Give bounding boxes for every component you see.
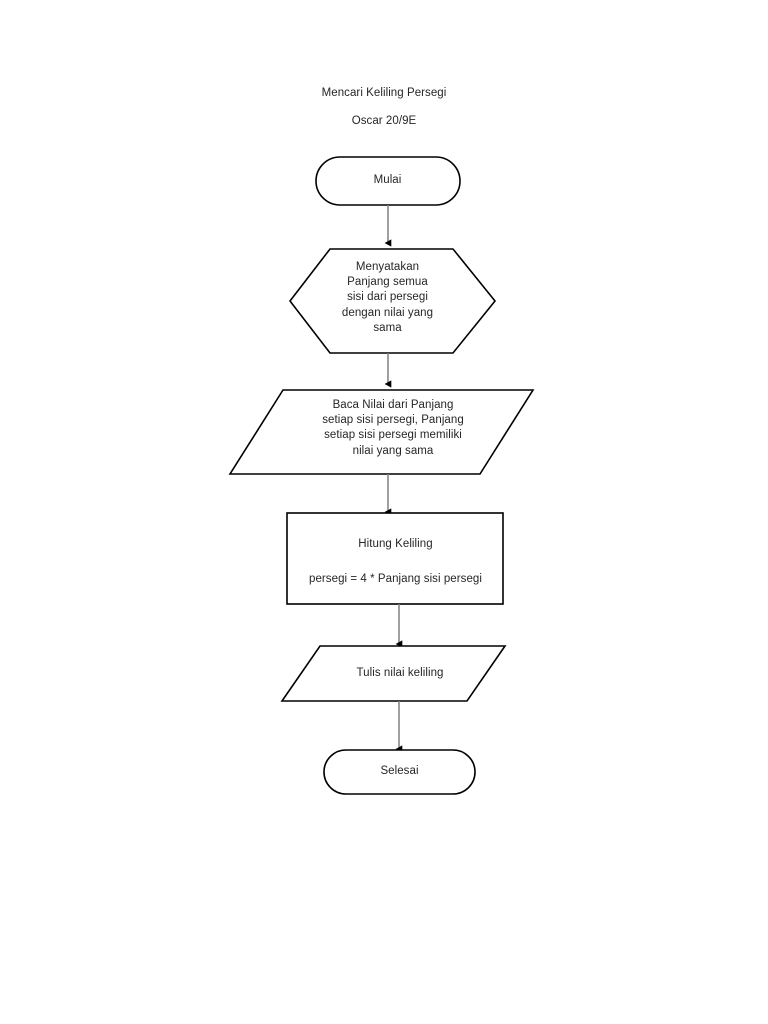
node-output-label: Tulis nilai keliling	[356, 667, 444, 679]
node-start-label: Mulai	[373, 174, 402, 186]
node-input-label: Baca Nilai dari Panjang setiap sisi pers…	[322, 399, 464, 457]
node-declare-label: Menyatakan Panjang semua sisi dari perse…	[341, 261, 434, 334]
node-process-shape[interactable]	[286, 512, 504, 605]
node-declare-shape[interactable]	[288, 248, 497, 354]
page-title: Mencari Keliling Persegi	[321, 87, 447, 99]
node-input-shape[interactable]	[228, 389, 535, 475]
node-process-label-heading: Hitung Keliling	[358, 538, 433, 550]
node-process-label-formula: persegi = 4 * Panjang sisi persegi	[309, 573, 482, 585]
node-output-shape[interactable]	[280, 645, 507, 702]
node-end-shape[interactable]	[323, 749, 476, 795]
node-end-label: Selesai	[380, 765, 419, 777]
page-subtitle: Oscar 20/9E	[351, 115, 417, 127]
